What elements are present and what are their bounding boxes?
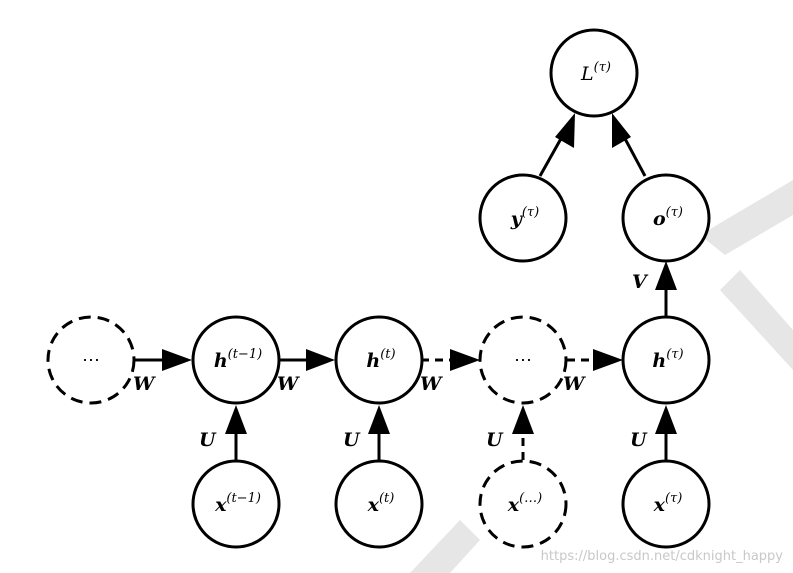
node-h-tau-label: h(τ) (652, 347, 683, 372)
node-y-tau-label: y(τ) (510, 205, 539, 230)
node-h-t-label: h(t) (366, 347, 395, 372)
label-W-1: W (133, 373, 156, 395)
node-x-prev-label: x(t−1) (214, 491, 261, 516)
node-x-t: x(t) (334, 459, 424, 549)
node-h-prev-label: h(t−1) (214, 347, 262, 372)
node-o-tau-sup: (τ) (666, 205, 683, 220)
node-o-tau-base: o (653, 208, 666, 230)
node-L-tau-base: L (580, 63, 594, 85)
node-h-prev-base: h (214, 350, 228, 372)
edge-otau-Ltau (621, 134, 647, 177)
node-x-tau: x(τ) (621, 459, 711, 549)
label-V: V (632, 271, 649, 293)
node-x-mid-base: x (507, 494, 520, 516)
edge-labels: W W W W U U U U V (133, 271, 649, 451)
edge-ytau-Ltau (538, 134, 565, 177)
node-h-tau-base: h (652, 350, 666, 372)
node-h-prev-sup: (t−1) (228, 347, 263, 362)
watermark-decoration (410, 180, 793, 573)
node-x-prev: x(t−1) (191, 459, 281, 549)
label-U-4: U (630, 429, 648, 451)
node-y-tau-base: y (510, 208, 524, 230)
node-h-tau-sup: (τ) (666, 347, 683, 362)
watermark-text: https://blog.csdn.net/cdknight_happy (541, 549, 784, 564)
node-L-tau-label: L(τ) (580, 60, 611, 85)
node-x-mid-sup: (…) (519, 491, 542, 506)
label-W-2: W (277, 373, 300, 395)
nodes: ⋯ h(t−1) h(t) ⋯ h(τ) (46, 28, 711, 549)
node-y-tau-sup: (τ) (522, 205, 539, 220)
label-U-3: U (486, 429, 504, 451)
label-W-3: W (420, 373, 443, 395)
node-x-tau-label: x(τ) (653, 491, 683, 516)
node-L-tau: L(τ) (549, 28, 639, 118)
node-L-tau-sup: (τ) (594, 60, 611, 75)
node-y-tau: y(τ) (478, 173, 568, 263)
node-x-prev-sup: (t−1) (226, 491, 261, 506)
node-h-t-sup: (t) (380, 347, 395, 362)
node-h-tau: h(τ) (621, 315, 711, 405)
node-x-tau-base: x (653, 494, 666, 516)
node-x-t-base: x (367, 494, 380, 516)
node-o-tau-label: o(τ) (653, 205, 683, 230)
node-x-t-sup: (t) (379, 491, 394, 506)
node-x-mid-label: x(…) (507, 491, 542, 516)
label-U-1: U (199, 429, 217, 451)
node-x-tau-sup: (τ) (665, 491, 682, 506)
node-h-t: h(t) (334, 315, 424, 405)
node-h-t-base: h (366, 350, 380, 372)
node-x-t-label: x(t) (367, 491, 395, 516)
label-W-4: W (563, 373, 586, 395)
edges (134, 113, 677, 460)
node-h-dots-label: ⋯ (82, 350, 100, 371)
node-h-mid-label: ⋯ (514, 350, 532, 371)
node-h-mid: ⋯ (478, 315, 568, 405)
label-U-2: U (343, 429, 361, 451)
node-h-dots: ⋯ (46, 315, 136, 405)
node-x-prev-base: x (214, 494, 227, 516)
node-x-mid: x(…) (478, 459, 568, 549)
node-h-prev: h(t−1) (191, 315, 281, 405)
node-o-tau: o(τ) (621, 173, 711, 263)
